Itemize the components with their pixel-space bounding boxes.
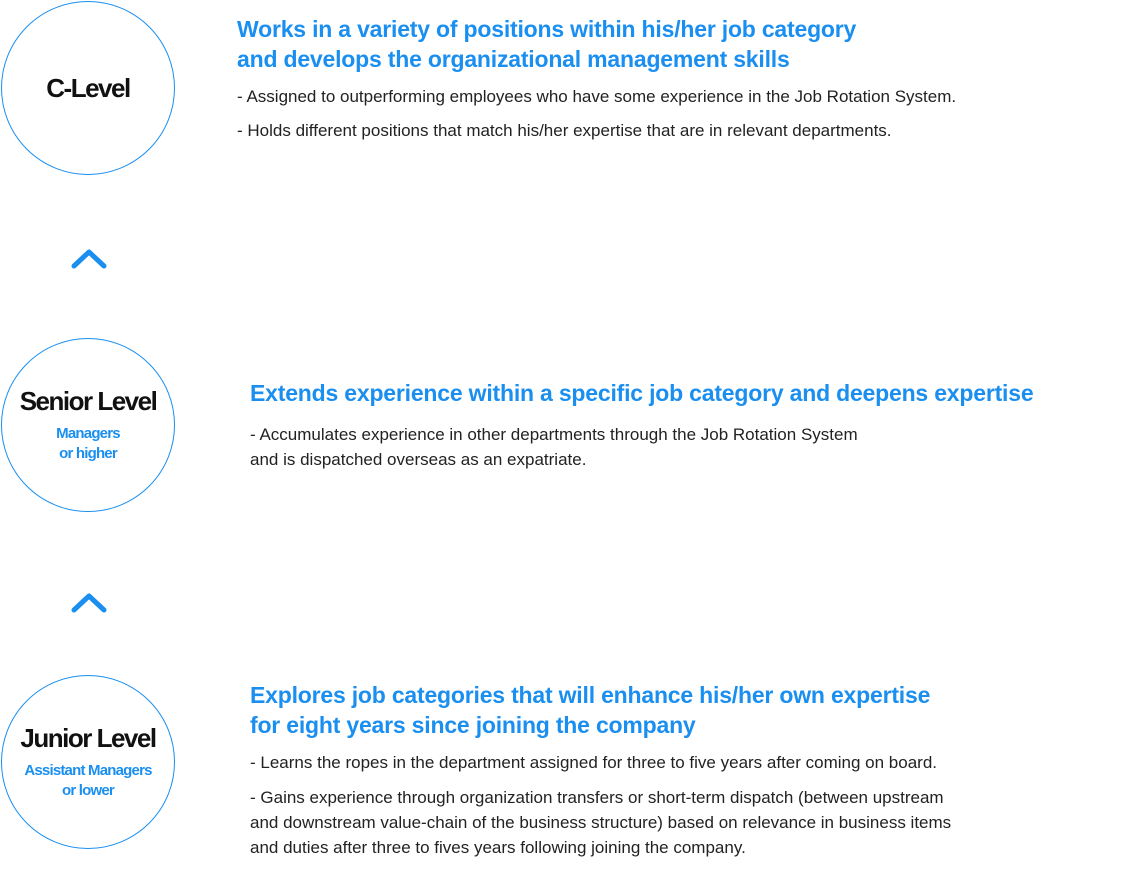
level-heading: Extends experience within a specific job… xyxy=(250,380,1034,406)
bullet-list: - Accumulates experience in other depart… xyxy=(250,422,1033,472)
level-subtitle: Assistant Managers or lower xyxy=(24,762,152,799)
chevron-up-icon xyxy=(71,593,107,613)
bullet-item: - Holds different positions that match h… xyxy=(237,121,892,140)
level-content: Extends experience within a specific job… xyxy=(250,378,1034,481)
level-content: Explores job categories that will enhanc… xyxy=(250,680,951,869)
level-title: Junior Level xyxy=(20,723,157,753)
chevron-up-icon xyxy=(71,249,107,269)
level-circle-c-level: C-Level xyxy=(1,1,175,175)
bullet-item: - Learns the ropes in the department ass… xyxy=(250,753,938,772)
level-heading: Explores job categories that will enhanc… xyxy=(250,682,931,738)
bullet-item: - Accumulates experience in other depart… xyxy=(250,425,858,469)
level-heading: Works in a variety of positions within h… xyxy=(237,16,857,72)
bullet-list: - Learns the ropes in the department ass… xyxy=(250,750,951,860)
bullet-item: - Assigned to outperforming employees wh… xyxy=(237,87,957,106)
level-circle-junior: Junior Level Assistant Managers or lower xyxy=(1,675,175,849)
level-title: Senior Level xyxy=(19,386,158,416)
bullet-item: - Gains experience through organization … xyxy=(250,788,952,857)
bullet-list: - Assigned to outperforming employees wh… xyxy=(237,84,956,143)
level-title: C-Level xyxy=(46,73,131,103)
level-subtitle: Managers or higher xyxy=(56,425,120,462)
level-circle-senior: Senior Level Managers or higher xyxy=(1,338,175,512)
level-content: Works in a variety of positions within h… xyxy=(237,14,956,152)
